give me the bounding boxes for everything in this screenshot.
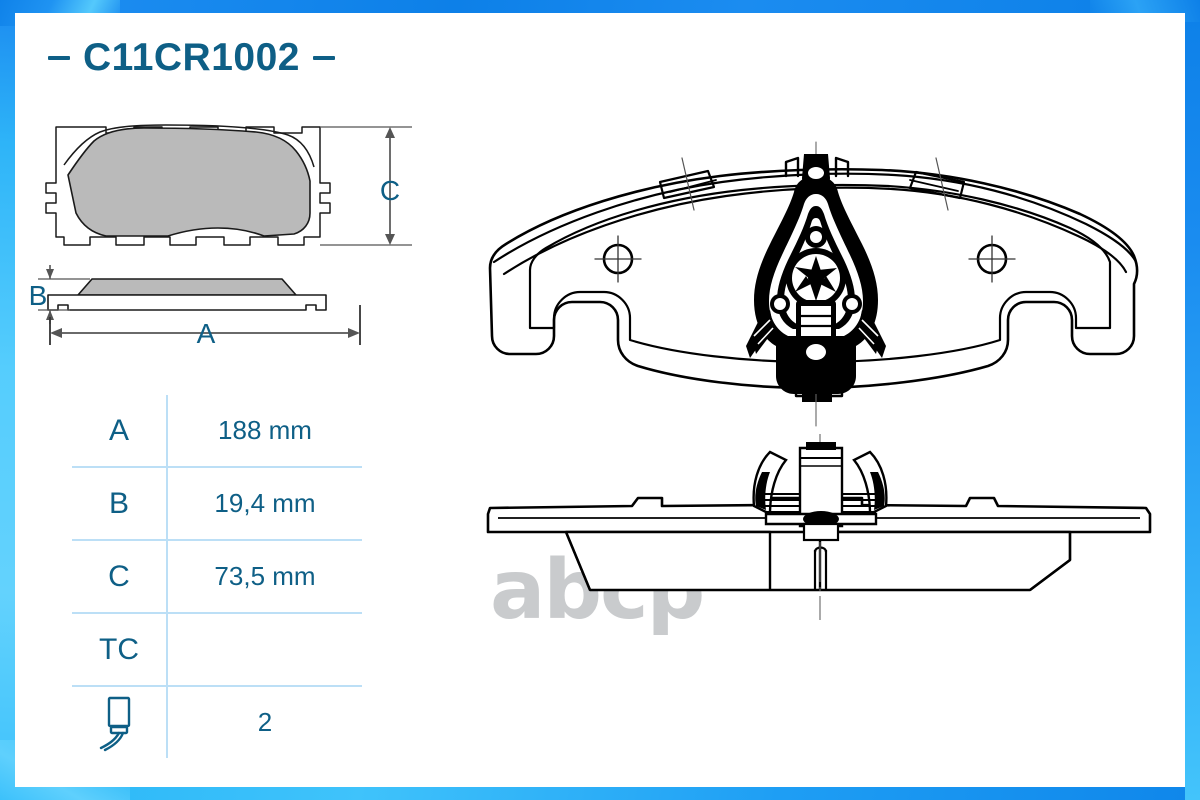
table-row: A 188 mm [72, 395, 362, 468]
spec-value-sensor-count: 2 [257, 707, 273, 737]
edge-clip-column-cap [806, 442, 836, 450]
clip-slot-void [801, 306, 831, 336]
table-row: TC [72, 614, 362, 687]
table-row: B 19,4 mm [72, 468, 362, 541]
edge-friction-left-bevel [564, 531, 592, 591]
top-center-notch-left [784, 156, 800, 178]
mounting-tab-right-line [909, 179, 959, 192]
spec-key-c: C [72, 541, 168, 612]
edge-clip-base-hatching [764, 493, 878, 513]
brake-pad-assembly-rear-view [488, 141, 1139, 427]
wear-sensor-wire-1 [99, 731, 121, 749]
spec-key-b: B [72, 468, 168, 539]
clip-hub-spokes [795, 256, 837, 301]
mounting-tab-left-centerline [681, 157, 695, 211]
b-arrow-up-icon [46, 310, 54, 320]
pad-top-band-outer [492, 172, 1138, 264]
edge-clip-prong-left-shade [755, 472, 770, 510]
specification-table: A 188 mm B 19,4 mm C 73,5 mm TC [72, 395, 362, 758]
clip-hub-center [808, 270, 824, 286]
spec-key-a: A [72, 395, 168, 466]
b-arrow-down-icon [46, 269, 54, 279]
dimension-label-c: C [380, 175, 400, 206]
edge-clip-base-foot [802, 522, 840, 542]
wear-sensor-wire-2 [103, 731, 125, 751]
c-arrow-up-icon [385, 127, 395, 138]
brake-pad-assembly-edge-view [486, 434, 1152, 620]
mounting-tab-left [658, 169, 716, 200]
frame-bottom-border [0, 787, 1200, 800]
mounting-tab-left-line [669, 179, 717, 193]
clip-side-hole-right [846, 298, 858, 310]
dimension-label-a: A [197, 318, 216, 349]
frame-right-border [1185, 0, 1200, 800]
clip-top-stem-hole [808, 167, 824, 179]
pad-friction-material [67, 127, 311, 237]
table-row: C 73,5 mm [72, 541, 362, 614]
spec-value-a: 188 mm [218, 415, 312, 445]
edge-friction-body [564, 530, 1072, 592]
edge-clip-prong-right-shade [870, 472, 885, 510]
pad-side-friction-layer [77, 278, 297, 296]
pad-contour-right [165, 124, 315, 168]
frame-left-border [0, 0, 15, 800]
pad-top-band-inner [502, 186, 1128, 276]
spec-key-sensor [72, 687, 168, 758]
pad-side-backing-plate [47, 294, 327, 311]
spec-key-tc: TC [72, 614, 168, 685]
wear-sensor-body [107, 696, 131, 727]
a-arrow-left-icon [50, 328, 62, 338]
clip-wing-hatching [753, 319, 879, 345]
brake-pad-dimension-drawing: C B A [29, 124, 412, 349]
clip-bottom-hole [806, 344, 826, 360]
a-arrow-right-icon [348, 328, 360, 338]
mounting-tab-right-centerline [935, 157, 949, 211]
clip-side-hole-left [774, 298, 786, 310]
product-code: C11CR1002 [83, 36, 300, 79]
clip-upper-hole [810, 231, 822, 243]
spec-value-c: 73,5 mm [214, 561, 316, 591]
mounting-tab-right [908, 170, 966, 200]
pad-contour-left [63, 124, 167, 166]
edge-center-slot [813, 550, 828, 590]
pad-friction-contour [528, 183, 1112, 364]
title-dash-right-icon [312, 55, 335, 60]
c-arrow-down-icon [385, 234, 395, 245]
dimension-label-b: B [29, 280, 48, 311]
table-row: 2 [72, 687, 362, 758]
page-title: C11CR1002 [48, 38, 335, 77]
title-dash-left-icon [48, 55, 70, 60]
spec-value-b: 19,4 mm [214, 488, 316, 518]
frame-top-border [0, 0, 1200, 13]
edge-clip-assembly [752, 442, 888, 542]
wear-sensor-icon [99, 696, 131, 751]
spring-clip-assembly [746, 154, 886, 394]
edge-friction-right-bevel [1029, 532, 1072, 591]
top-center-notch-right [834, 156, 850, 178]
